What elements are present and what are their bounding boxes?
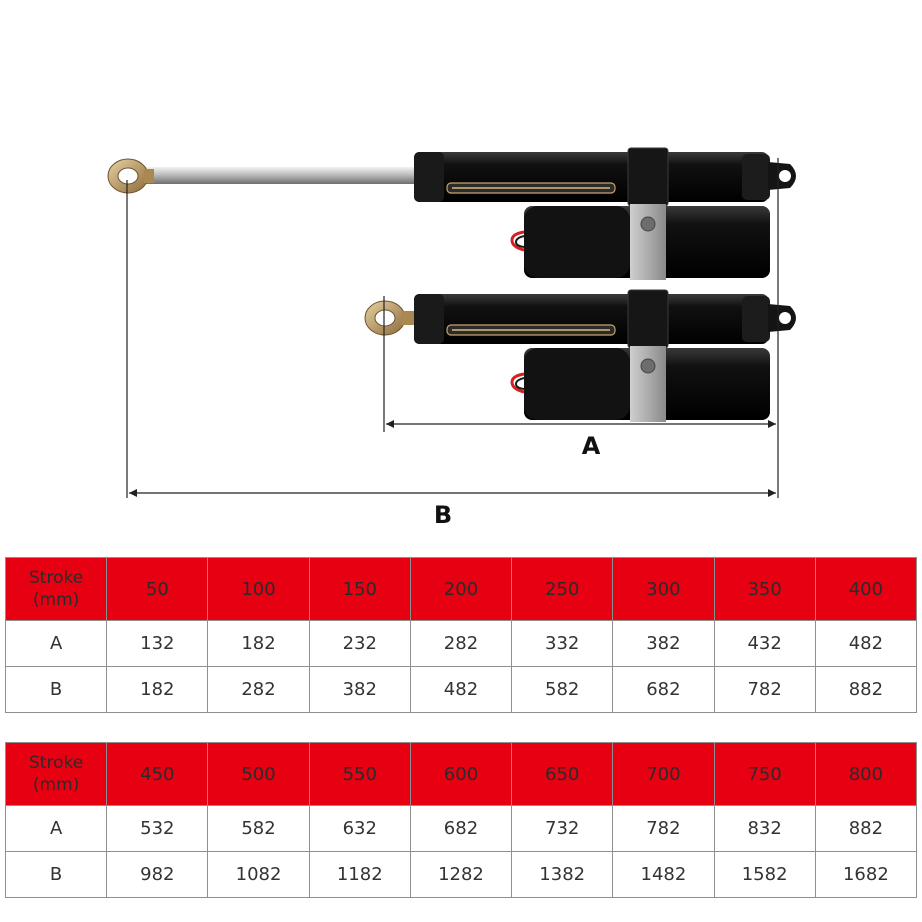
row-label: B <box>4 851 108 898</box>
stroke-value: 300 <box>612 557 715 621</box>
extended-piston-rod <box>140 167 420 184</box>
dimension-cell: 1582 <box>713 851 816 898</box>
dimension-cell: 1182 <box>308 851 411 898</box>
stroke-value: 700 <box>612 742 715 806</box>
dimension-cell: 1282 <box>409 851 513 898</box>
stroke-value: 650 <box>511 742 614 806</box>
stroke-value: 50 <box>106 557 209 621</box>
stroke-value: 450 <box>106 742 209 806</box>
dimension-cell: 682 <box>612 666 715 713</box>
stroke-value: 500 <box>207 742 310 806</box>
extended-gearbox-plate <box>630 204 666 280</box>
dimension-cell: 882 <box>814 666 918 713</box>
stroke-value: 150 <box>308 557 411 621</box>
dimension-cell: 382 <box>612 620 715 667</box>
dimension-a: A <box>383 296 776 460</box>
stroke-unit: (mm) <box>32 590 80 610</box>
dimension-cell: 1482 <box>612 851 715 898</box>
dimension-cell: 232 <box>308 620 411 667</box>
dimension-cell: 482 <box>814 620 918 667</box>
dimension-cell: 382 <box>308 666 411 713</box>
stroke-header-row: Stroke (mm) 50 100 150 200 250 300 350 4… <box>4 557 918 621</box>
dimension-cell: 782 <box>713 666 816 713</box>
dimension-cell: 882 <box>814 805 918 852</box>
dimension-cell: 582 <box>207 805 310 852</box>
dimension-cell: 682 <box>409 805 513 852</box>
dimension-cell: 482 <box>409 666 513 713</box>
stroke-label: Stroke <box>29 753 84 773</box>
dimension-cell: 1382 <box>511 851 614 898</box>
stroke-value: 100 <box>207 557 310 621</box>
table-row: A 132 182 232 282 332 382 432 482 <box>4 620 918 667</box>
dimension-cell: 532 <box>106 805 209 852</box>
dimension-cell: 282 <box>409 620 513 667</box>
table-row: B 182 282 382 482 582 682 782 882 <box>4 666 918 713</box>
dimension-a-label: A <box>582 432 601 460</box>
dimension-cell: 282 <box>207 666 310 713</box>
retracted-main-tube <box>414 294 768 344</box>
extended-rod-eye <box>107 158 154 194</box>
dimension-b-label: B <box>434 501 452 529</box>
extended-main-tube <box>414 152 768 202</box>
retracted-clamp <box>627 289 669 349</box>
stroke-value: 400 <box>814 557 918 621</box>
stroke-unit: (mm) <box>32 775 80 795</box>
dimension-cell: 632 <box>308 805 411 852</box>
stroke-header-label: Stroke (mm) <box>4 742 108 806</box>
table-row: A 532 582 632 682 732 782 832 882 <box>4 805 918 852</box>
dimension-cell: 732 <box>511 805 614 852</box>
extended-clamp <box>627 147 669 207</box>
stroke-value: 750 <box>713 742 816 806</box>
row-label: A <box>4 620 108 667</box>
stroke-value: 200 <box>409 557 513 621</box>
stroke-value: 250 <box>511 557 614 621</box>
dimension-cell: 982 <box>106 851 209 898</box>
stroke-header-label: Stroke (mm) <box>4 557 108 621</box>
row-label: A <box>4 805 108 852</box>
stroke-table-2: Stroke (mm) 450 500 550 600 650 700 750 … <box>4 742 918 898</box>
stroke-value: 350 <box>713 557 816 621</box>
retracted-rod-eye <box>364 300 415 336</box>
retracted-actuator <box>364 289 796 422</box>
retracted-gearbox-plate <box>630 346 666 422</box>
stroke-label: Stroke <box>29 568 84 588</box>
dimension-cell: 182 <box>106 666 209 713</box>
dimension-cell: 432 <box>713 620 816 667</box>
dimension-cell: 1682 <box>814 851 918 898</box>
dimension-cell: 782 <box>612 805 715 852</box>
table-row: B 982 1082 1182 1282 1382 1482 1582 1682 <box>4 851 918 898</box>
stroke-value: 800 <box>814 742 918 806</box>
stroke-value: 550 <box>308 742 411 806</box>
stroke-header-row: Stroke (mm) 450 500 550 600 650 700 750 … <box>4 742 918 806</box>
dimension-cell: 832 <box>713 805 816 852</box>
stroke-value: 600 <box>409 742 513 806</box>
dimension-cell: 1082 <box>207 851 310 898</box>
actuator-dimension-diagram: A B <box>107 147 796 529</box>
extended-actuator <box>107 147 796 280</box>
dimension-b: B <box>126 158 779 529</box>
row-label: B <box>4 666 108 713</box>
dimension-cell: 332 <box>511 620 614 667</box>
dimension-cell: 132 <box>106 620 209 667</box>
stroke-table-1: Stroke (mm) 50 100 150 200 250 300 350 4… <box>4 557 918 713</box>
dimension-cell: 582 <box>511 666 614 713</box>
dimension-cell: 182 <box>207 620 310 667</box>
